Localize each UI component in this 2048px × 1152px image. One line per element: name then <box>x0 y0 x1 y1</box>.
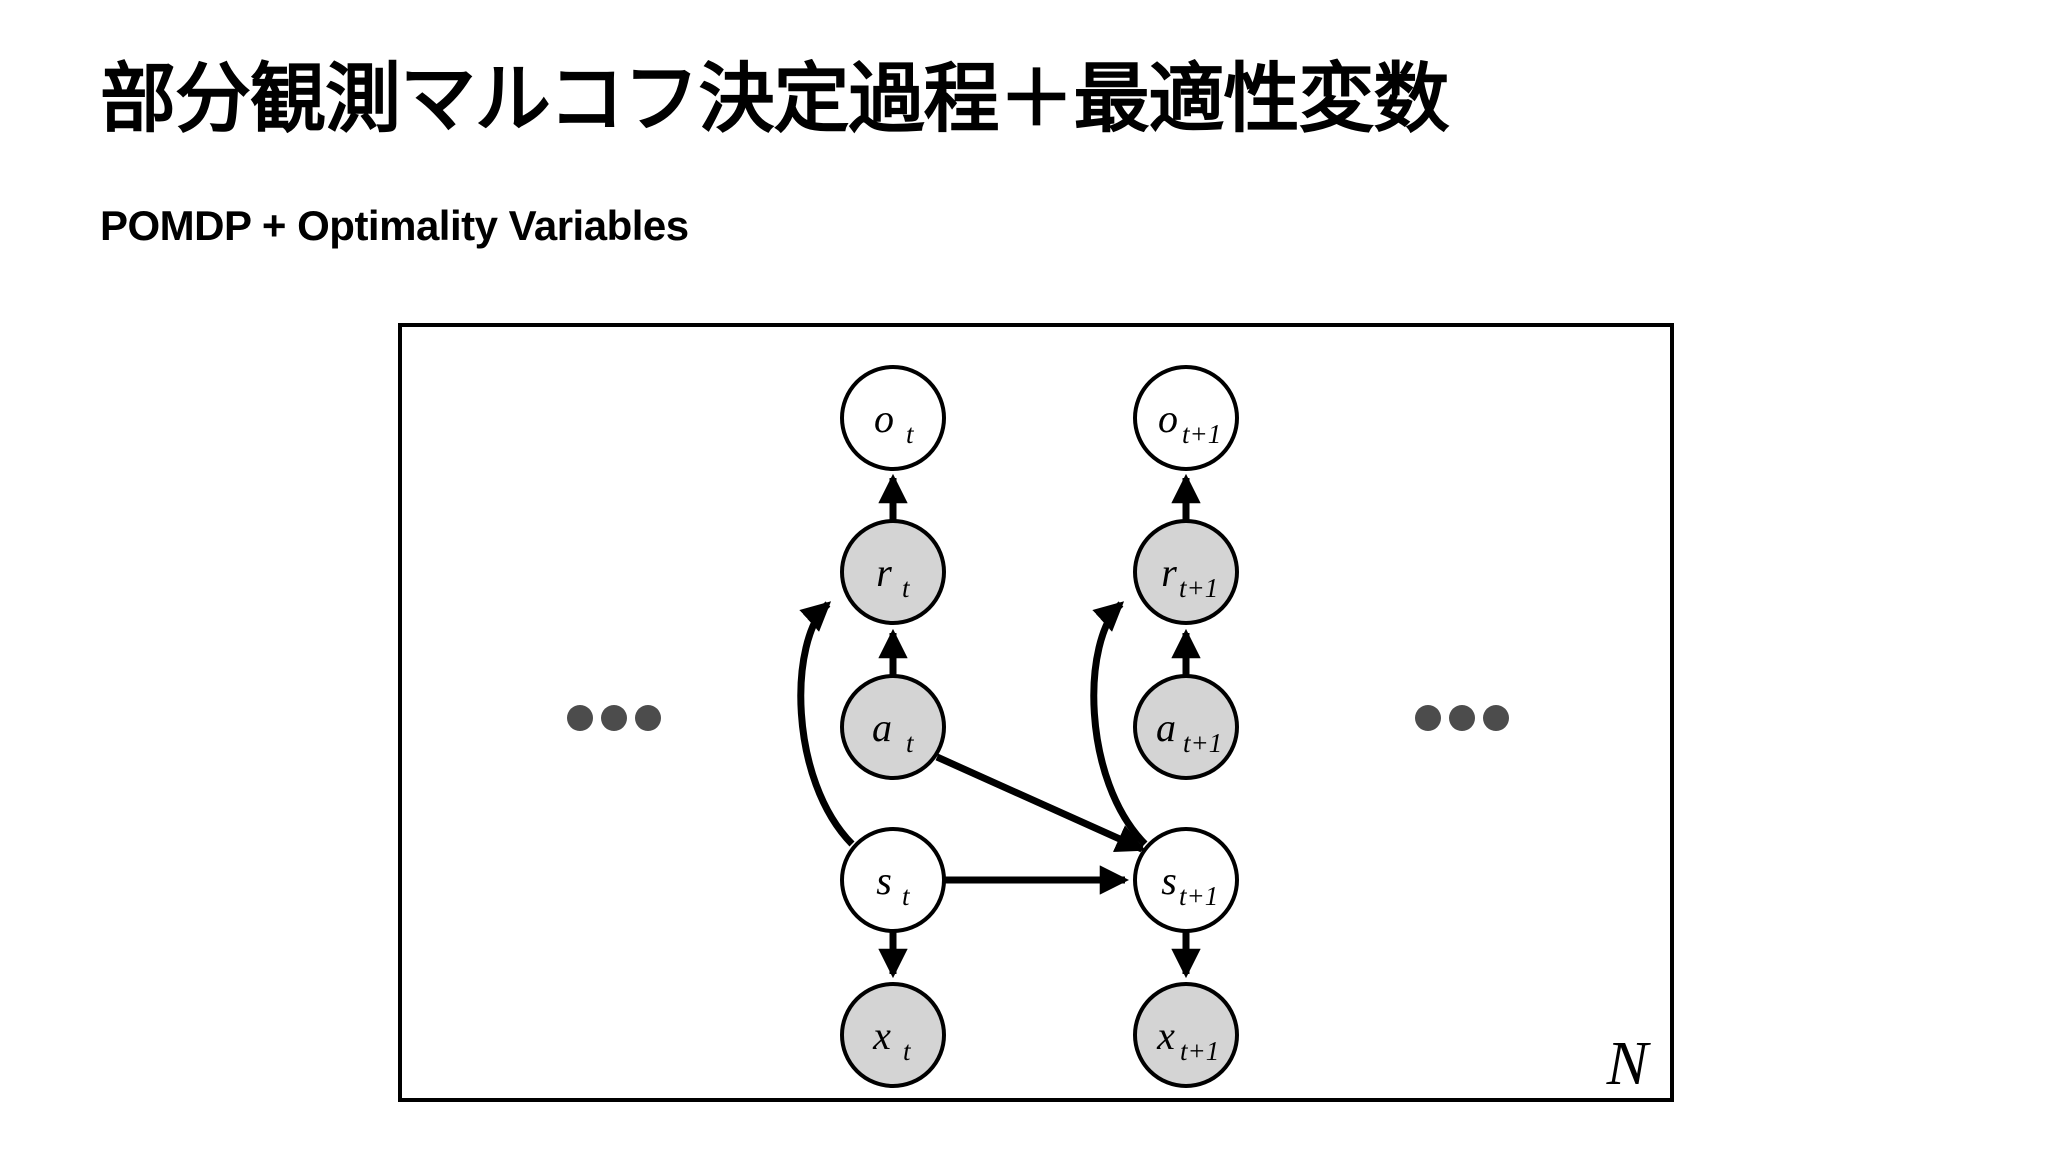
node-sub-a_t1: t+1 <box>1183 728 1222 758</box>
node-label-r_t: r <box>876 550 892 595</box>
node-sub-s_t1: t+1 <box>1179 881 1218 911</box>
node-label-a_t1: a <box>1156 705 1176 750</box>
node-r_t1[interactable]: r t+1 <box>1133 519 1239 625</box>
node-sub-a_t: t <box>906 728 915 758</box>
node-sub-o_t1: t+1 <box>1182 419 1221 449</box>
node-label-x_t: x <box>872 1013 891 1058</box>
edge-s_t1-to-r_t1 <box>1090 601 1148 847</box>
node-sub-r_t: t <box>902 573 911 603</box>
node-a_t1[interactable]: a t+1 <box>1133 674 1239 780</box>
page-subtitle: POMDP + Optimality Variables <box>100 202 689 249</box>
node-label-x_t1: x <box>1156 1013 1175 1058</box>
node-x_t[interactable]: x t <box>840 982 946 1088</box>
node-o_t[interactable]: o t <box>840 365 946 471</box>
node-r_t[interactable]: r t <box>840 519 946 625</box>
node-sub-x_t: t <box>903 1036 912 1066</box>
node-label-s_t: s <box>876 858 892 903</box>
ellipsis-right <box>1415 705 1509 731</box>
node-s_t[interactable]: s t <box>840 827 946 933</box>
node-label-s_t1: s <box>1161 858 1177 903</box>
node-label-o_t1: o <box>1158 396 1178 441</box>
node-sub-s_t: t <box>902 881 911 911</box>
node-o_t1[interactable]: o t+1 <box>1133 365 1239 471</box>
node-label-o_t: o <box>874 396 894 441</box>
node-a_t[interactable]: a t <box>840 674 946 780</box>
plate-box <box>398 323 1674 1102</box>
node-label-r_t1: r <box>1161 550 1177 595</box>
node-sub-o_t: t <box>906 419 915 449</box>
node-sub-r_t1: t+1 <box>1179 573 1218 603</box>
edge-a_t-to-s_t1 <box>935 753 1146 853</box>
page-title: 部分観測マルコフ決定過程＋最適性変数 <box>100 57 1449 142</box>
node-s_t1[interactable]: s t+1 <box>1133 827 1239 933</box>
edge-s_t-to-r_t <box>797 601 855 847</box>
node-sub-x_t1: t+1 <box>1180 1036 1219 1066</box>
ellipsis-left <box>567 705 661 731</box>
node-x_t1[interactable]: x t+1 <box>1133 982 1239 1088</box>
plate-label: N <box>1606 1030 1652 1098</box>
node-label-a_t: a <box>872 705 892 750</box>
